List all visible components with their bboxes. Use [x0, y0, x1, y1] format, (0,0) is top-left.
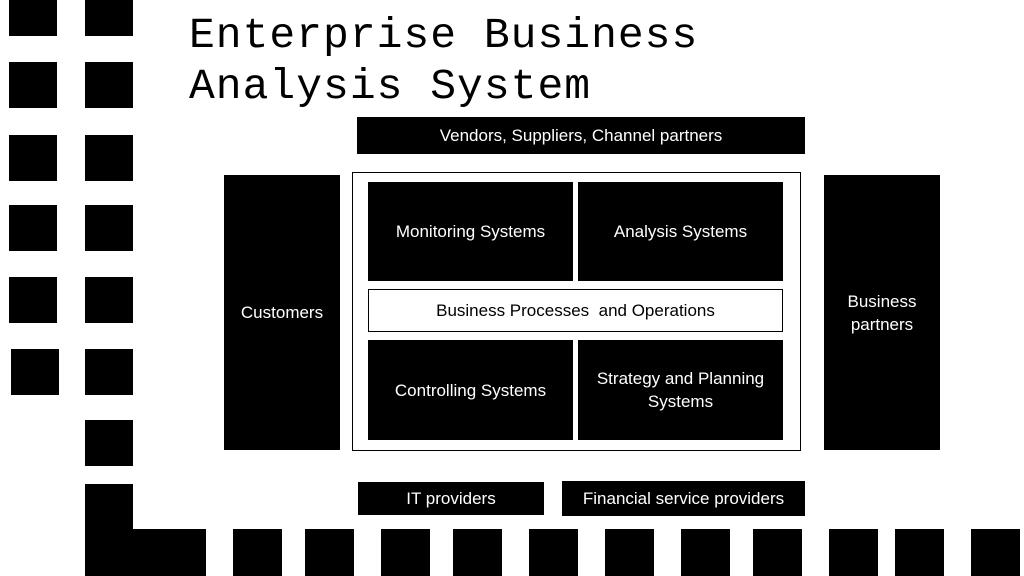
- strategy-planning-label: Strategy and Planning Systems: [596, 369, 765, 411]
- business-partners-label: Business partners: [847, 291, 917, 334]
- decor-square: [85, 205, 133, 251]
- business-processes-label: Business Processes and Operations: [436, 301, 715, 320]
- customers-label: Customers: [240, 303, 324, 322]
- decor-square: [9, 62, 57, 108]
- decor-square: [9, 277, 57, 323]
- vendors-box: Vendors, Suppliers, Channel partners: [357, 117, 805, 154]
- decor-corner: [85, 529, 206, 576]
- analysis-systems-label: Analysis Systems: [613, 222, 748, 241]
- financial-providers-box: Financial service providers: [562, 481, 805, 516]
- decor-square: [453, 529, 502, 576]
- strategy-planning-box: Strategy and Planning Systems: [578, 340, 783, 440]
- decor-square: [9, 205, 57, 251]
- title-line-2: Analysis System: [189, 62, 592, 111]
- vendors-label: Vendors, Suppliers, Channel partners: [439, 126, 723, 145]
- decor-square: [605, 529, 654, 576]
- decor-square: [9, 135, 57, 181]
- decor-square: [305, 529, 354, 576]
- it-providers-box: IT providers: [358, 482, 544, 515]
- decor-square: [529, 529, 578, 576]
- business-processes-box: Business Processes and Operations: [368, 289, 783, 332]
- decor-square: [85, 0, 133, 36]
- controlling-systems-label: Controlling Systems: [394, 380, 547, 400]
- decor-square: [11, 349, 59, 395]
- title-line-1: Enterprise Business: [189, 11, 699, 60]
- analysis-systems-box: Analysis Systems: [578, 182, 783, 281]
- decor-square: [233, 529, 282, 576]
- slide-title: Enterprise Business Analysis System: [189, 10, 698, 112]
- decor-square: [971, 529, 1020, 576]
- monitoring-systems-label: Monitoring Systems: [395, 222, 546, 241]
- business-partners-box: Business partners: [824, 175, 940, 450]
- customers-box: Customers: [224, 175, 340, 450]
- decor-square: [829, 529, 878, 576]
- decor-square: [895, 529, 944, 576]
- decor-square: [85, 277, 133, 323]
- financial-providers-label: Financial service providers: [582, 489, 785, 508]
- decor-square: [381, 529, 430, 576]
- monitoring-systems-box: Monitoring Systems: [368, 182, 573, 281]
- decor-square: [9, 0, 57, 36]
- decor-square: [681, 529, 730, 576]
- decor-square: [85, 349, 133, 395]
- controlling-systems-box: Controlling Systems: [368, 340, 573, 440]
- decor-square: [753, 529, 802, 576]
- decor-square: [85, 420, 133, 466]
- decor-square: [85, 62, 133, 108]
- decor-square: [85, 135, 133, 181]
- it-providers-label: IT providers: [406, 489, 496, 508]
